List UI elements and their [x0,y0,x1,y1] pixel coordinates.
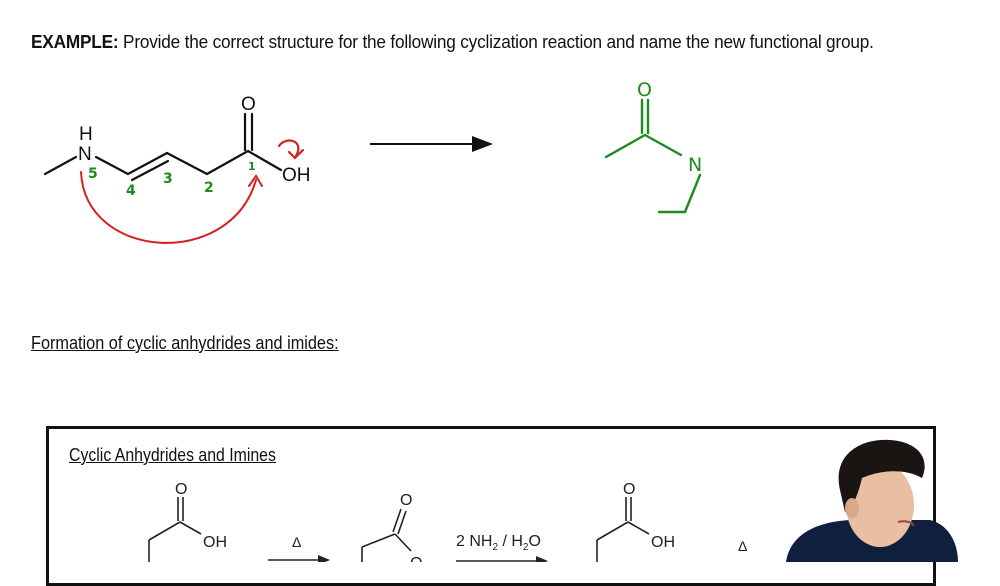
atom-oh: OH [282,165,311,186]
carbon-number-1: 1 [248,160,256,173]
reactant-molecule [43,112,283,182]
atom-h: H [79,124,93,145]
curved-arrow-icon [277,139,305,160]
panel-arrow-1-icon [268,555,330,562]
panel-arrow-2-label: 2 NH2 / H2O [456,533,541,553]
panel-mol1-o: O [175,481,187,498]
presenter-video-overlay [786,439,958,562]
panel-title: Cyclic Anhydrides and Imines [69,445,276,465]
panel-canvas: O OH Δ O O 2 NH2 / H2O O OH Δ [148,439,958,562]
panel-arrow-3-label: Δ [738,538,747,554]
section-heading: Formation of cyclic anhydrides and imide… [31,332,339,353]
panel-molecule-3 [596,497,650,562]
panel-mol2-o-top: O [400,492,412,509]
panel-mol3-o: O [623,481,635,498]
carbon-number-5: 5 [88,166,98,182]
panel-arrow-2-icon [456,556,548,562]
reaction-canvas: H N O OH 5 4 3 2 1 O N [43,79,702,244]
reaction-arrow-icon [370,136,493,152]
carbon-number-2: 2 [204,180,214,196]
atom-o-carbonyl: O [241,94,256,115]
atom-n: N [78,144,92,165]
example-question: Provide the correct structure for the fo… [123,31,874,52]
carbon-number-3: 3 [163,171,173,187]
carbon-number-4: 4 [126,183,136,199]
product-atom-o: O [637,79,652,101]
panel-arrow-1-label: Δ [292,534,301,550]
example-label: EXAMPLE: [31,31,119,52]
panel-molecule-1 [148,497,202,562]
panel-mol3-oh: OH [651,534,675,551]
product-atom-n: N [688,154,702,176]
example-prompt: EXAMPLE: Provide the correct structure f… [31,31,874,53]
panel-mol2-o-ring: O [410,555,422,562]
mechanism-arrow-icon [80,171,263,244]
panel-molecule-2 [361,508,412,562]
product-molecule [604,98,702,214]
panel-mol1-oh: OH [203,534,227,551]
